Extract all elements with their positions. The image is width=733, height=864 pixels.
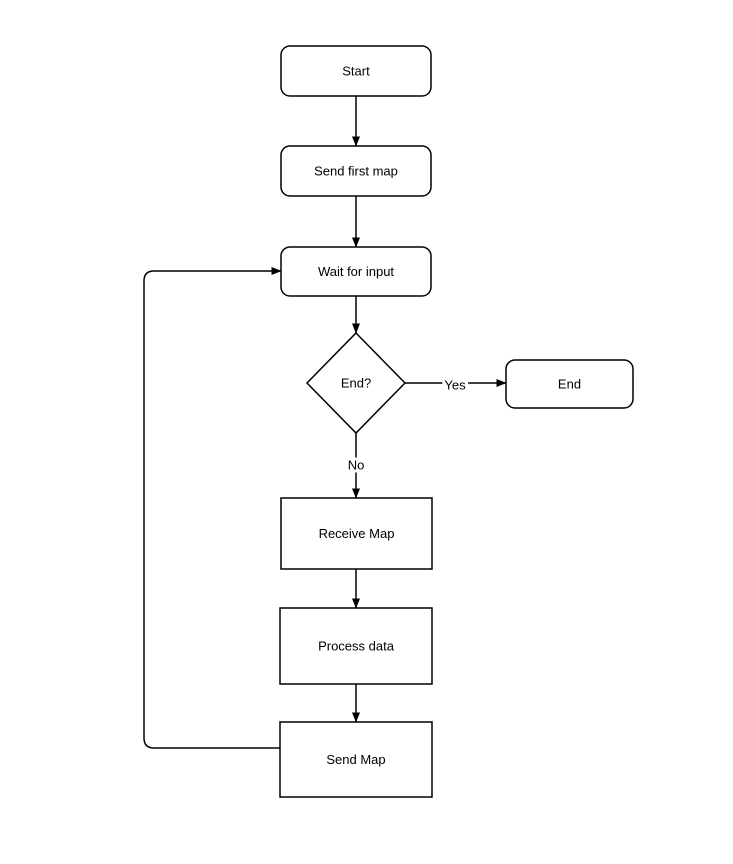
decision-diamond-shape — [305, 331, 407, 435]
edge-send-map-to-wait-for-input — [143, 267, 282, 749]
edge-label-end-decision-to-end: Yes — [444, 378, 466, 393]
node-wait-for-input: Wait for input — [280, 246, 432, 297]
process-box-shape — [279, 721, 433, 798]
node-label-wait-for-input: Wait for input — [318, 264, 394, 279]
node-label-send-first-map: Send first map — [314, 164, 398, 179]
edge-label-end-decision-to-receive-map: No — [348, 458, 365, 473]
node-end: End — [505, 359, 634, 409]
node-end-decision: End? — [305, 331, 407, 435]
edge-line-send-map-to-wait-for-input — [143, 267, 282, 749]
edge-end-decision-to-end: Yes — [405, 377, 507, 393]
node-process-data: Process data — [279, 607, 433, 685]
node-send-first-map: Send first map — [280, 145, 432, 197]
edge-end-decision-to-receive-map: No — [345, 433, 367, 499]
node-label-receive-map: Receive Map — [319, 526, 395, 541]
node-send-map: Send Map — [279, 721, 433, 798]
node-start: Start — [280, 45, 432, 97]
process-box-shape — [280, 497, 433, 570]
node-label-process-data: Process data — [318, 639, 395, 654]
node-label-send-map: Send Map — [326, 752, 385, 767]
rounded-box-shape — [280, 246, 432, 297]
rounded-box-shape — [280, 45, 432, 97]
edge-label-bg-end-decision-to-end — [442, 377, 469, 393]
node-label-start: Start — [342, 64, 370, 79]
rounded-box-shape — [505, 359, 634, 409]
process-box-shape — [279, 607, 433, 685]
edge-label-bg-end-decision-to-receive-map — [345, 457, 367, 473]
node-label-end: End — [558, 377, 581, 392]
rounded-box-shape — [280, 145, 432, 197]
node-receive-map: Receive Map — [280, 497, 433, 570]
node-label-end-decision: End? — [341, 376, 371, 391]
